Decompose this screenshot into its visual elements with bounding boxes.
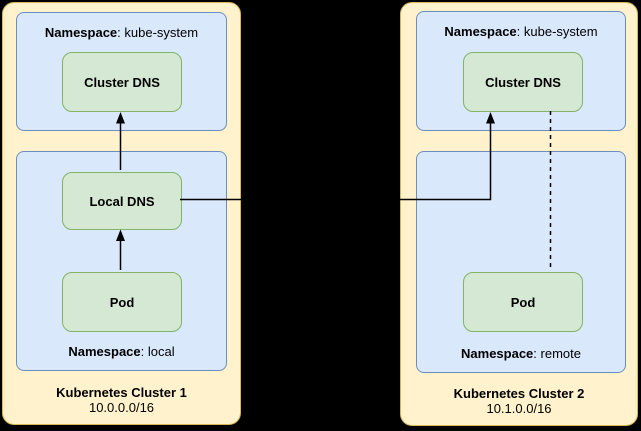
cluster1-namespace-kube-system: Namespace: kube-system Cluster DNS	[16, 12, 227, 131]
cluster2-namespace-kube-system: Namespace: kube-system Cluster DNS	[416, 11, 626, 131]
cluster1-subnet: 10.0.0.0/16	[88, 400, 155, 415]
cluster2-footer: Kubernetes Cluster 2 10.1.0.0/16	[401, 386, 637, 416]
cluster1-cluster-dns-node: Cluster DNS	[62, 52, 182, 112]
cluster2-namespace-remote: Pod Namespace: remote	[416, 151, 626, 373]
cluster2-namespace-kube-system-label: Namespace: kube-system	[444, 24, 598, 39]
cluster2-pod-node: Pod	[463, 272, 583, 332]
cluster-1-container: Namespace: kube-system Cluster DNS Local…	[2, 2, 241, 425]
cluster2-title: Kubernetes Cluster 2	[453, 386, 585, 401]
cluster1-namespace-kube-system-label: Namespace: kube-system	[44, 25, 199, 40]
cluster1-pod-node: Pod	[62, 272, 182, 332]
cluster2-subnet: 10.1.0.0/16	[486, 401, 552, 416]
cluster1-namespace-local: Local DNS Pod Namespace: local	[16, 151, 227, 371]
cluster1-namespace-local-label: Namespace: local	[68, 344, 175, 359]
cluster1-title: Kubernetes Cluster 1	[56, 385, 187, 400]
cluster2-cluster-dns-node: Cluster DNS	[463, 52, 583, 112]
cluster-2-container: Namespace: kube-system Cluster DNS Pod N…	[400, 2, 638, 426]
cluster2-namespace-remote-label: Namespace: remote	[461, 346, 581, 361]
cluster1-footer: Kubernetes Cluster 1 10.0.0.0/16	[3, 385, 240, 415]
cluster1-local-dns-node: Local DNS	[62, 172, 182, 230]
